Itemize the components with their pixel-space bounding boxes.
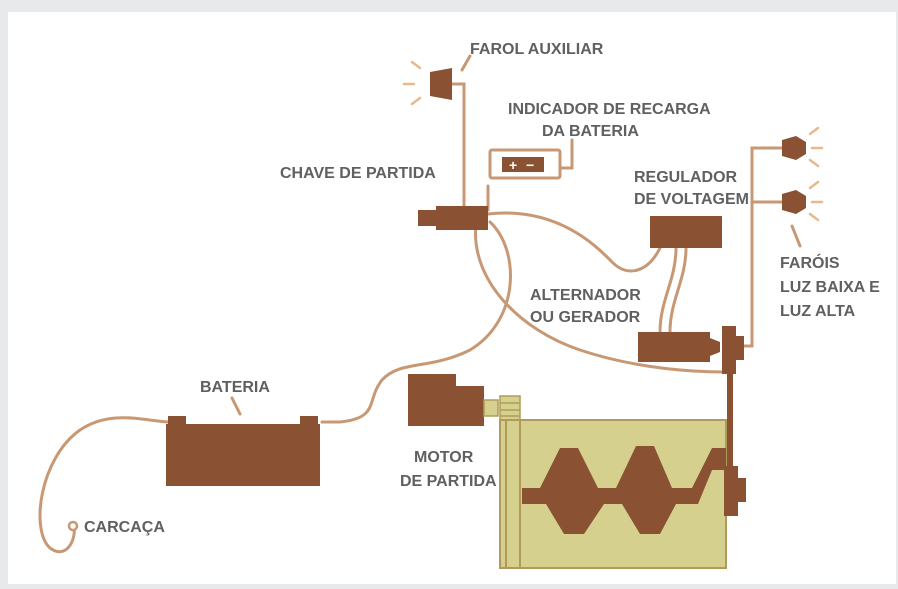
- alternator-shaft: [710, 338, 720, 356]
- battery-body: [166, 424, 320, 486]
- flywheel: [505, 419, 521, 569]
- battery-indicator: + −: [488, 148, 562, 180]
- wire-indicator: [486, 138, 574, 212]
- label-indicador-line2: DA BATERIA: [542, 123, 639, 140]
- wire-aux-headlight: [450, 82, 466, 212]
- diagram-panel: [8, 12, 896, 584]
- alternator-pulley-cap: [734, 336, 744, 360]
- labels: FAROL AUXILIAR INDICADOR DE RECARGA DA B…: [84, 41, 880, 536]
- label-regulador-line1: REGULADOR: [634, 169, 738, 186]
- crank-pulley: [724, 466, 738, 516]
- ground-terminal: [67, 520, 79, 532]
- starter-motor-solenoid: [446, 386, 484, 426]
- leader-bateria: [230, 396, 242, 416]
- label-bateria: BATERIA: [200, 379, 270, 396]
- headlight-top: [782, 136, 806, 160]
- starter-pinion-ridges: [500, 402, 520, 417]
- crank-pulley-cap: [736, 478, 746, 502]
- voltage-regulator: [650, 216, 722, 248]
- wire-headlights: [740, 146, 784, 348]
- wire-ignition-alternator: [474, 222, 726, 374]
- starter-gear: [483, 395, 521, 423]
- indicator-plus: +: [509, 157, 517, 173]
- headlights: [782, 126, 824, 222]
- label-alternador-line2: OU GERADOR: [530, 309, 641, 326]
- label-farois-line3: LUZ ALTA: [780, 303, 856, 320]
- ignition-switch-body: [436, 206, 488, 230]
- label-motor-line1: MOTOR: [414, 449, 474, 466]
- starter-motor: [408, 374, 484, 426]
- battery-terminal-neg: [168, 416, 186, 426]
- headlight-bottom: [782, 190, 806, 214]
- aux-headlight-body: [430, 68, 452, 100]
- ignition-switch-key: [418, 210, 438, 226]
- label-carcaca: CARCAÇA: [84, 519, 165, 536]
- aux-headlight-rays: [402, 60, 422, 106]
- engine: [499, 374, 746, 569]
- indicator-display: [502, 157, 544, 172]
- label-farois-line1: FARÓIS: [780, 253, 840, 272]
- battery: [166, 416, 320, 486]
- label-regulador-line2: DE VOLTAGEM: [634, 191, 749, 208]
- battery-terminal-pos: [300, 416, 318, 426]
- crankshaft: [522, 446, 726, 534]
- wire-ignition-battery: [320, 220, 512, 424]
- aux-headlight: [402, 60, 452, 106]
- ignition-switch: [418, 206, 488, 230]
- wire-ground: [38, 416, 170, 554]
- label-alternador-line1: ALTERNADOR: [530, 287, 641, 304]
- label-indicador-line1: INDICADOR DE RECARGA: [508, 101, 711, 118]
- headlight-rays: [808, 126, 824, 222]
- alternator: [638, 326, 744, 374]
- wire-ignition-regulator: [486, 211, 662, 273]
- alternator-body: [638, 332, 710, 362]
- starter-gear-body: [483, 399, 499, 417]
- indicator-minus: −: [526, 157, 534, 173]
- label-farol-auxiliar: FAROL AUXILIAR: [470, 41, 604, 58]
- wire-regulator-alternator-b: [668, 246, 688, 334]
- wire-regulator-alternator-a: [658, 246, 678, 334]
- wires: [38, 54, 802, 554]
- leader-farois: [790, 224, 802, 248]
- alternator-pulley: [722, 326, 736, 374]
- label-chave-de-partida: CHAVE DE PARTIDA: [280, 165, 436, 182]
- label-motor-line2: DE PARTIDA: [400, 473, 497, 490]
- leader-farol: [460, 54, 472, 72]
- label-farois-line2: LUZ BAIXA E: [780, 279, 880, 296]
- starter-pinion: [499, 395, 521, 423]
